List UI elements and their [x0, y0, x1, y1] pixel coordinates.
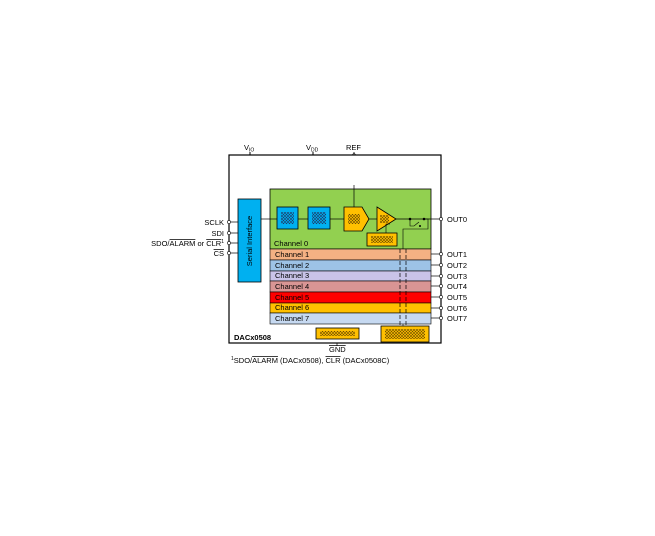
- serial-interface-label: Serial Interface: [245, 216, 254, 266]
- sdo-alarm-clr-label: SDO/ALARM or CLR1: [151, 239, 224, 248]
- out0-label: OUT0: [447, 215, 467, 224]
- sclk-label: SCLK: [204, 218, 224, 227]
- channel-1-label: Channel 1: [275, 250, 309, 259]
- out7-label: OUT7: [447, 314, 467, 323]
- footnote: 1SDO/ALARM (DACx0508), CLR (DACx0508C): [231, 356, 390, 365]
- out3-label: OUT3: [447, 272, 467, 281]
- sdi-label: SDI: [211, 229, 224, 238]
- out4-label: OUT4: [447, 282, 467, 291]
- left-pins: SCLK SDI SDO/ALARM or CLR1 CS: [151, 218, 238, 258]
- cs-label: CS: [214, 249, 224, 258]
- output-pins: OUT0 OUT1 OUT2 OUT3 OUT4 OUT5 OUT6 OUT7: [431, 215, 467, 323]
- channel-4-label: Channel 4: [275, 282, 309, 291]
- channel-0-label: Channel 0: [274, 239, 308, 248]
- serial-interface-block: [237, 198, 262, 283]
- svg-text:REF: REF: [346, 143, 361, 152]
- out1-label: OUT1: [447, 250, 467, 259]
- vio-pin: VIO: [244, 143, 254, 155]
- device-name: DACx0508: [234, 333, 271, 342]
- out6-label: OUT6: [447, 304, 467, 313]
- channel-2-label: Channel 2: [275, 261, 309, 270]
- svg-text:VIO: VIO: [244, 143, 254, 154]
- out2-label: OUT2: [447, 261, 467, 270]
- channel-7-label: Channel 7: [275, 314, 309, 323]
- channel-6-label: Channel 6: [275, 303, 309, 312]
- gnd-pin: GND: [329, 343, 346, 354]
- channel-strips: Channel 1 Channel 2 Channel 3 Channel 4 …: [269, 248, 432, 325]
- channel-3-label: Channel 3: [275, 271, 309, 280]
- svg-text:VDD: VDD: [306, 143, 319, 154]
- channel-5-label: Channel 5: [275, 293, 309, 302]
- vdd-pin: VDD: [306, 143, 319, 155]
- out5-label: OUT5: [447, 293, 467, 302]
- channel-7-strip: [269, 312, 432, 325]
- svg-text:GND: GND: [329, 345, 346, 354]
